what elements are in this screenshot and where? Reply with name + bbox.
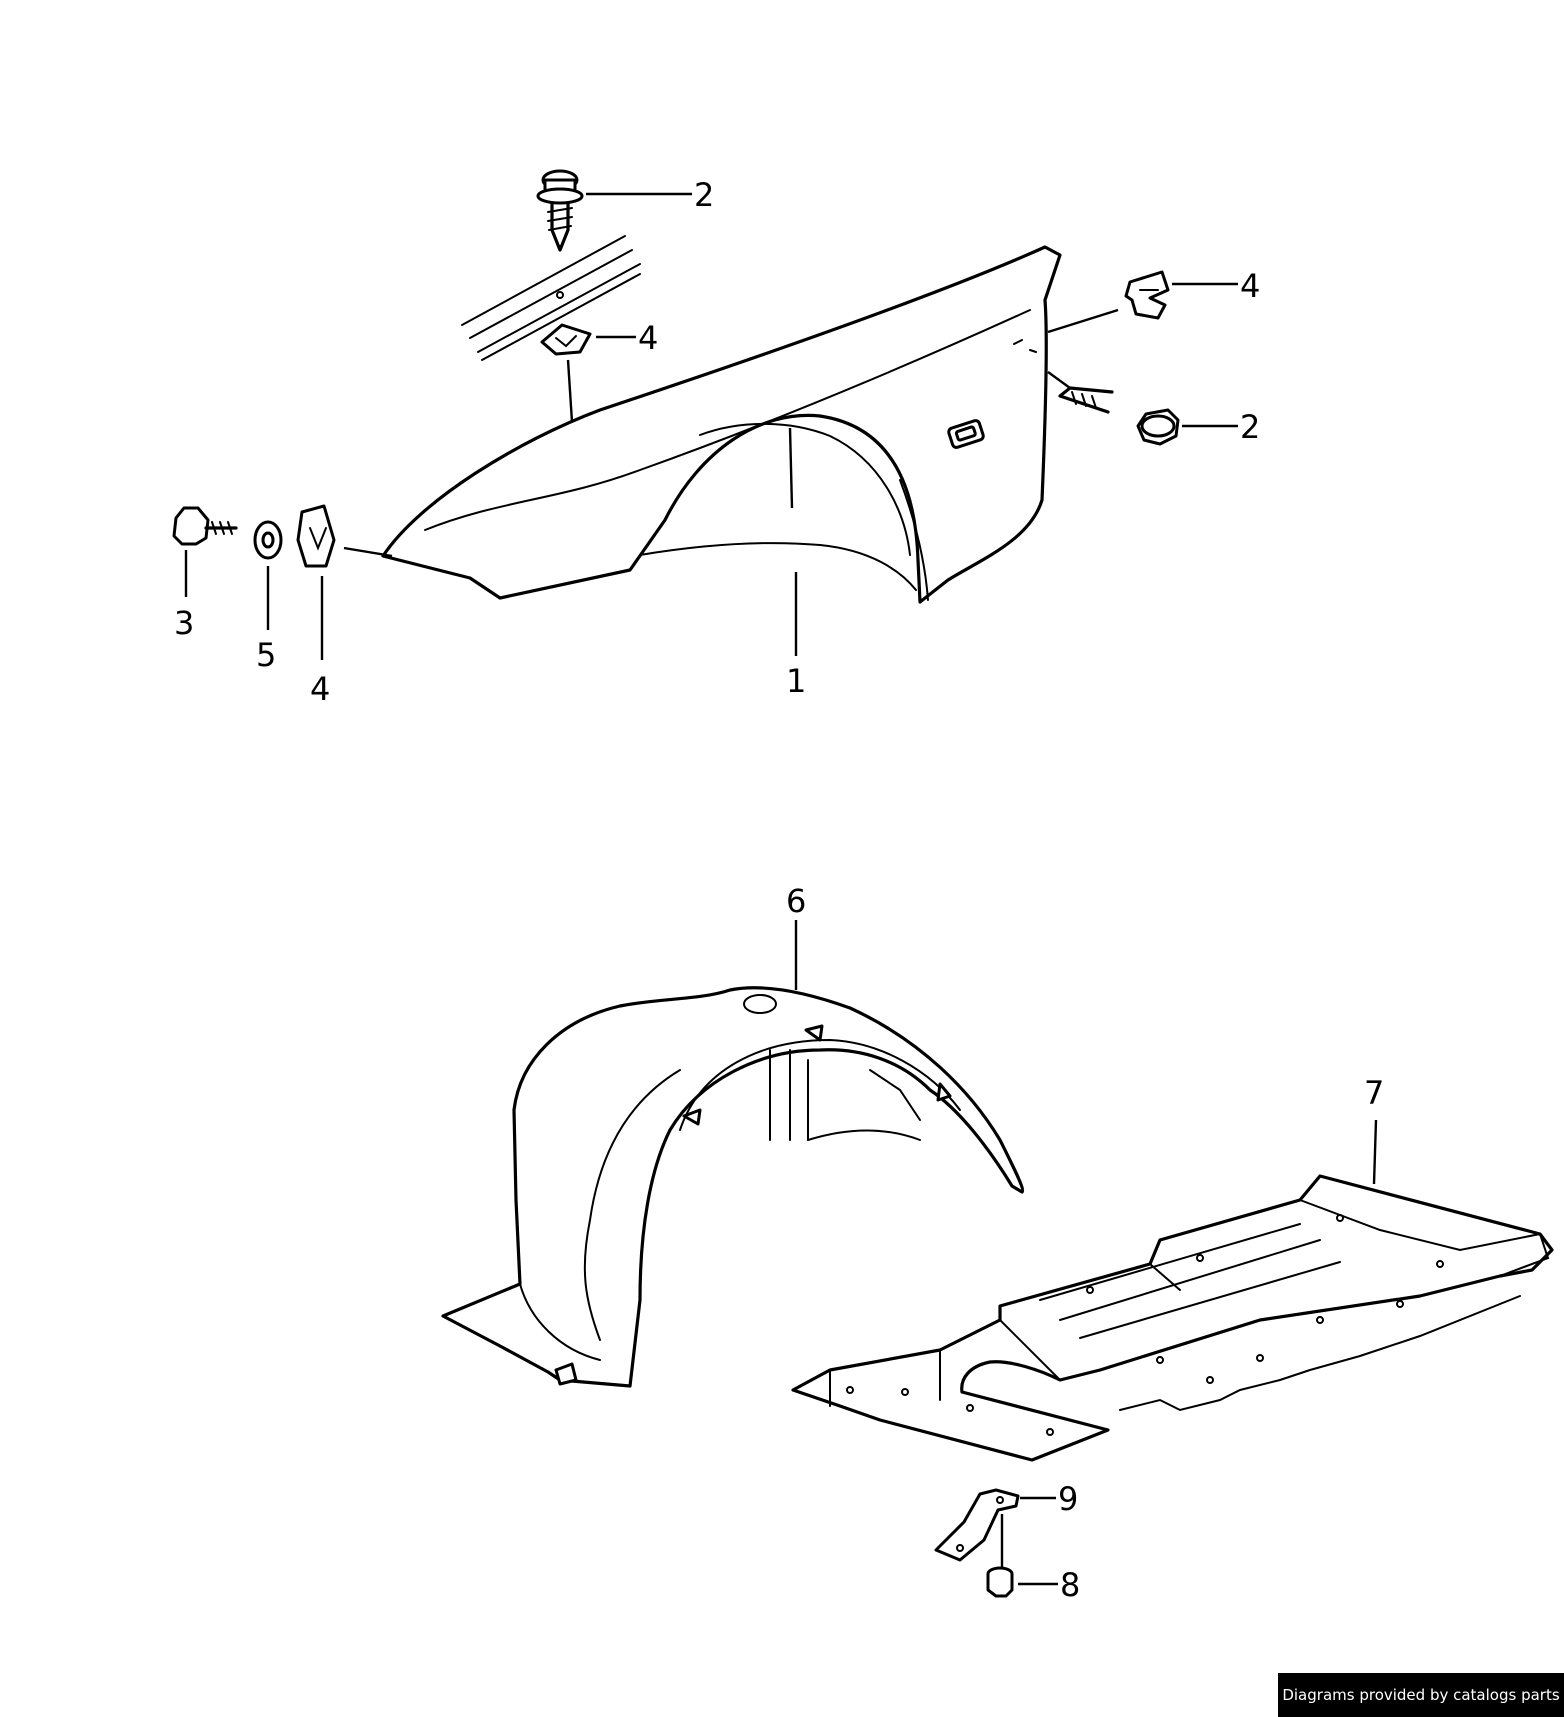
clip-left [296, 504, 336, 568]
leader-7 [1372, 1119, 1378, 1185]
callout-4b: 4 [1240, 267, 1260, 305]
callout-9: 9 [1058, 1480, 1078, 1518]
callout-6: 6 [786, 882, 806, 920]
callout-8: 8 [1060, 1566, 1080, 1604]
callout-5: 5 [256, 636, 276, 674]
nut-8 [986, 1566, 1014, 1598]
washer-5 [253, 520, 283, 560]
callout-4a: 4 [638, 319, 658, 357]
callout-3: 3 [174, 604, 194, 642]
leader-clip-left-to-fender [343, 546, 393, 558]
bolt-3 [172, 506, 238, 546]
wheel-house-liner [441, 986, 1025, 1388]
callout-2b: 2 [1240, 408, 1260, 446]
leader-clip-right-to-fender [1047, 308, 1119, 334]
leader-clip-to-fender [566, 359, 574, 423]
clip-upper [540, 323, 592, 356]
underbody-panel [791, 1174, 1554, 1462]
credit-badge: Diagrams provided by catalogs parts [1278, 1673, 1564, 1717]
callout-4c: 4 [310, 670, 330, 708]
screw-right [1058, 386, 1180, 446]
callout-1: 1 [786, 662, 806, 700]
front-fender [381, 245, 1062, 604]
leader-1a [788, 427, 794, 509]
callout-2a: 2 [694, 176, 714, 214]
clip-right [1124, 270, 1170, 320]
leader-screw-right-to-fender [1047, 371, 1071, 389]
trim-strip [461, 235, 641, 361]
callout-7: 7 [1364, 1074, 1384, 1112]
bracket-9 [934, 1488, 1020, 1562]
screw-top [536, 169, 584, 252]
